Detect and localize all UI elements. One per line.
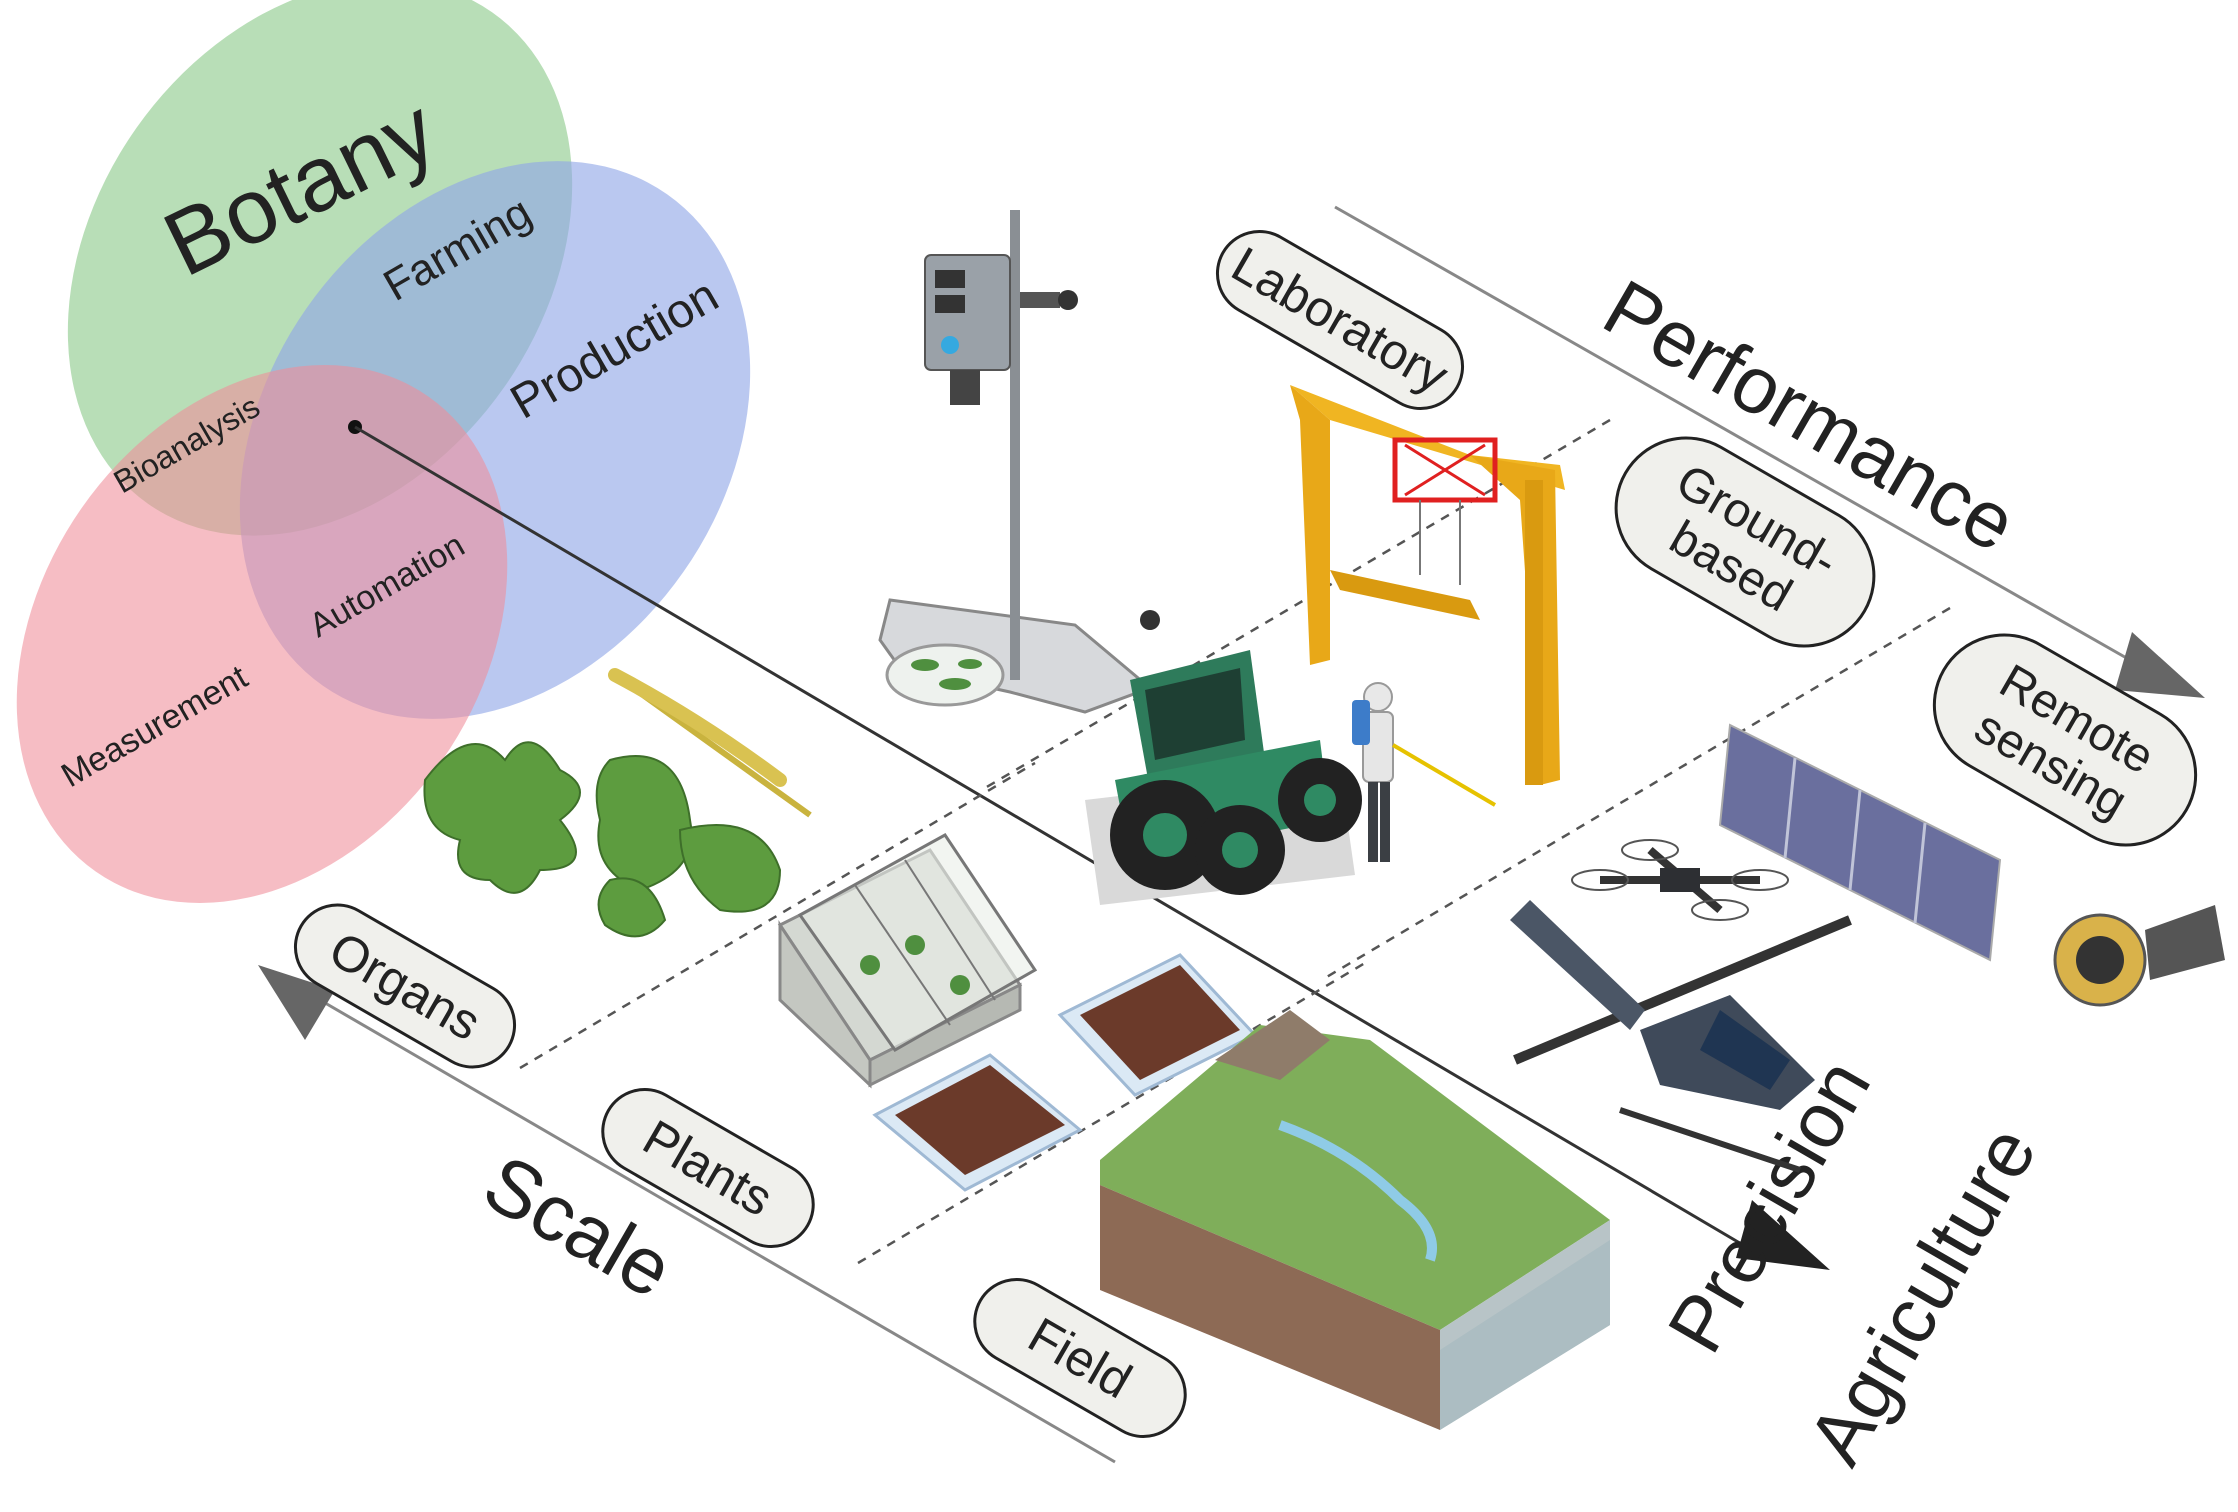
separator-performance-2 bbox=[1324, 606, 1951, 980]
pill-plants: Plants bbox=[601, 1088, 815, 1248]
precision-arrowhead bbox=[1736, 1200, 1830, 1270]
helicopter-icon bbox=[1510, 900, 1852, 1173]
drone-icon bbox=[1571, 839, 1789, 921]
separator-scale-2 bbox=[857, 961, 1366, 1265]
petri-dish-icon bbox=[885, 643, 1005, 707]
performance-arrowhead bbox=[2115, 632, 2205, 698]
performance-axis-line bbox=[1334, 205, 2131, 662]
satellite-icon bbox=[1718, 723, 2225, 1007]
tractor-icon bbox=[1085, 650, 1362, 905]
pill-labels: Laboratory Ground- based Remote sensing … bbox=[293, 230, 2198, 1438]
sprayer-worker-icon bbox=[1352, 682, 1497, 862]
pill-laboratory: Laboratory bbox=[1215, 230, 1465, 410]
pill-remote-sensing: Remote sensing bbox=[1932, 633, 2198, 847]
scale-axis-line bbox=[319, 998, 1116, 1464]
laboratory-stand-icon bbox=[878, 210, 1160, 714]
venn-diagram: Botany Farming Production Bioanalysis Au… bbox=[16, 0, 751, 903]
separator-scale-1 bbox=[519, 761, 1036, 1070]
precision-axis-line bbox=[354, 425, 1756, 1254]
wheat-ear-icon bbox=[608, 668, 812, 818]
measurement-circle bbox=[16, 365, 508, 903]
terrain-block-icon bbox=[1100, 1010, 1610, 1430]
gantry-crane-icon bbox=[1290, 385, 1565, 785]
plant-tray-icon bbox=[872, 953, 1258, 1192]
leaf-icon bbox=[423, 741, 782, 938]
greenhouse-icon bbox=[777, 833, 1038, 1089]
